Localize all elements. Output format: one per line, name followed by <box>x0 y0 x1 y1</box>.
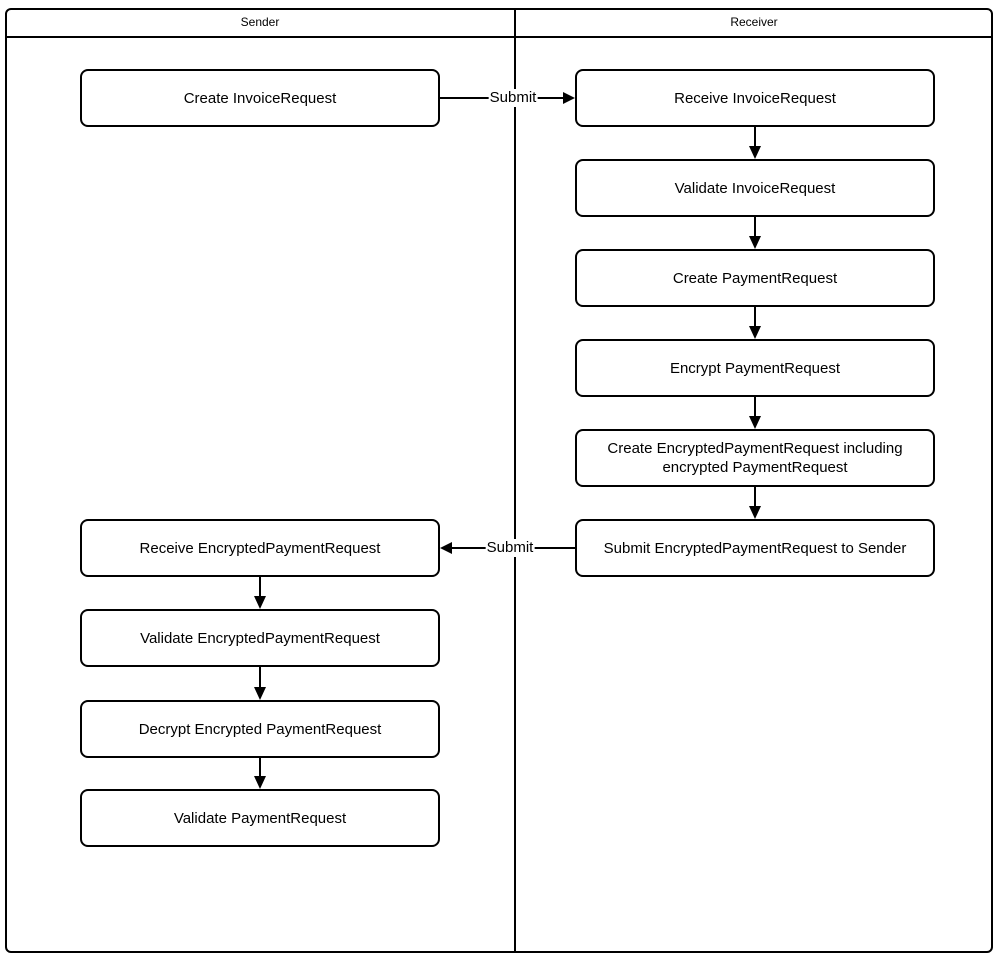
node-validate-encrypted-payment-request: Validate EncryptedPaymentRequest <box>80 609 440 667</box>
node-label: Validate PaymentRequest <box>173 809 347 827</box>
edge-line-s4-s5 <box>259 758 261 776</box>
node-label: Receive InvoiceRequest <box>674 89 836 107</box>
edge-line-r4-r5 <box>754 397 756 416</box>
lane-label-receiver: Receiver <box>730 15 778 29</box>
edge-line-r1-r2 <box>754 127 756 146</box>
edge-arrowhead-r6-s2 <box>440 542 452 554</box>
edge-line-s3-s4 <box>259 667 261 687</box>
lane-divider <box>514 8 516 953</box>
node-decrypt-encrypted-payment-request: Decrypt Encrypted PaymentRequest <box>80 700 440 758</box>
edge-line-r3-r4 <box>754 307 756 326</box>
node-label: Create PaymentRequest <box>672 269 838 287</box>
edge-line-r5-r6 <box>754 487 756 506</box>
edge-arrowhead-s4-s5 <box>254 776 266 789</box>
node-receive-encrypted-payment-request: Receive EncryptedPaymentRequest <box>80 519 440 577</box>
edge-arrowhead-r4-r5 <box>749 416 761 429</box>
lane-header-separator <box>5 36 993 38</box>
edge-arrowhead-r2-r3 <box>749 236 761 249</box>
node-label: Validate EncryptedPaymentRequest <box>140 629 380 647</box>
lane-header-sender: Sender <box>5 8 515 36</box>
edge-line-s2-s3 <box>259 577 261 596</box>
node-submit-encrypted-payment-request: Submit EncryptedPaymentRequest to Sender <box>575 519 935 577</box>
edge-arrowhead-r5-r6 <box>749 506 761 519</box>
node-label: Receive EncryptedPaymentRequest <box>139 539 381 557</box>
lane-label-sender: Sender <box>240 15 280 29</box>
node-label: Submit EncryptedPaymentRequest to Sender <box>603 539 907 557</box>
node-label: Create EncryptedPaymentRequest including… <box>607 440 903 476</box>
node-validate-invoice-request: Validate InvoiceRequest <box>575 159 935 217</box>
node-create-invoice-request: Create InvoiceRequest <box>80 69 440 127</box>
edge-arrowhead-s1-r1 <box>563 92 575 104</box>
node-label: Encrypt PaymentRequest <box>669 359 841 377</box>
edge-arrowhead-s3-s4 <box>254 687 266 700</box>
edge-label-submit-bottom: Submit <box>485 539 535 557</box>
edge-arrowhead-r1-r2 <box>749 146 761 159</box>
node-create-payment-request: Create PaymentRequest <box>575 249 935 307</box>
node-encrypt-payment-request: Encrypt PaymentRequest <box>575 339 935 397</box>
edge-arrowhead-s2-s3 <box>254 596 266 609</box>
node-create-encrypted-payment-request: Create EncryptedPaymentRequest including… <box>575 429 935 487</box>
edge-label-submit-top: Submit <box>488 89 538 107</box>
node-label: Create InvoiceRequest <box>183 89 337 107</box>
lane-header-receiver: Receiver <box>515 8 993 36</box>
edge-arrowhead-r3-r4 <box>749 326 761 339</box>
node-validate-payment-request: Validate PaymentRequest <box>80 789 440 847</box>
node-label: Decrypt Encrypted PaymentRequest <box>138 720 382 738</box>
node-label: Validate InvoiceRequest <box>674 179 836 197</box>
node-receive-invoice-request: Receive InvoiceRequest <box>575 69 935 127</box>
edge-line-r2-r3 <box>754 217 756 236</box>
